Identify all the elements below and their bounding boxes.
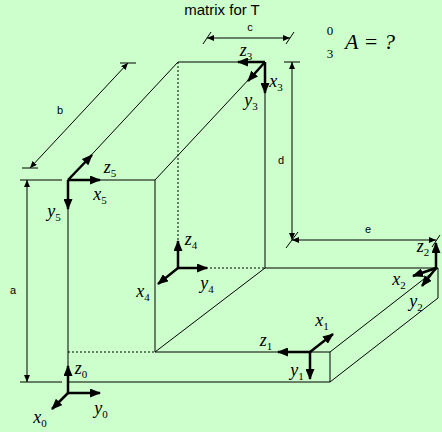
axis-label: x1: [315, 311, 329, 332]
axis-label: y2: [409, 292, 423, 313]
axis-arrow: [178, 267, 207, 270]
block-edge: [68, 62, 178, 180]
caption-text: matrix for T: [184, 2, 260, 17]
hidden-edge: [178, 62, 179, 268]
extension-line: [120, 63, 136, 64]
axis-label: x4: [136, 282, 150, 303]
block-edge: [155, 180, 156, 352]
axis-arrow: [309, 352, 312, 379]
axis-label: x2: [392, 270, 406, 291]
block-edge: [68, 382, 330, 383]
superscript-index: 0: [327, 24, 334, 37]
dimension-label: c: [247, 22, 253, 33]
hidden-edge: [178, 268, 265, 269]
block-edge: [330, 352, 331, 382]
axis-label: y0: [94, 399, 108, 420]
formula-text: A = ?: [345, 31, 395, 53]
block-edge: [178, 62, 265, 63]
block-edge: [155, 352, 330, 353]
dimension-line: [292, 240, 436, 241]
block-edge: [438, 268, 439, 298]
axis-arrow: [68, 155, 92, 180]
axis-arrow: [278, 351, 310, 354]
extension-line: [22, 168, 38, 169]
axis-label: z5: [104, 158, 117, 179]
block-edge: [155, 268, 265, 352]
dimension-label: d: [278, 155, 284, 166]
block-edges: [68, 62, 438, 382]
axis-arrow: [158, 268, 178, 284]
hidden-edge: [68, 352, 155, 353]
axis-arrow: [248, 62, 265, 81]
extension-line: [203, 32, 211, 44]
axis-arrow: [422, 268, 436, 286]
axis-arrow: [68, 179, 100, 182]
block-edge: [330, 298, 438, 382]
block-edge: [155, 62, 265, 180]
axis-arrow: [435, 243, 438, 268]
axis-label: y1: [290, 361, 304, 382]
dimension-line: [292, 62, 293, 240]
axis-label: y5: [47, 202, 61, 223]
block-edge: [265, 62, 266, 268]
axis-arrow: [177, 241, 180, 268]
axis-arrow: [52, 393, 68, 409]
axis-label: x3: [269, 72, 283, 93]
axis-label: x5: [93, 185, 107, 206]
axis-arrow: [310, 334, 333, 352]
coordinate-frames: [52, 62, 436, 409]
axis-arrow: [67, 180, 70, 209]
dimension-line: [27, 180, 28, 382]
axis-label: z2: [417, 237, 430, 258]
extension-line: [20, 180, 62, 181]
axis-label: z4: [185, 230, 198, 251]
extension-line: [20, 382, 62, 383]
hidden-edges: [68, 62, 265, 352]
axis-label: y4: [200, 274, 214, 295]
axis-label: z3: [240, 41, 253, 62]
extension-line: [286, 32, 294, 44]
axis-label: z0: [75, 359, 88, 380]
dimension-line: [30, 63, 128, 168]
axis-arrow: [68, 392, 100, 395]
dimension-label: b: [57, 105, 63, 116]
axis-label: x0: [33, 408, 47, 429]
block-edge: [265, 268, 438, 269]
extension-line: [284, 62, 300, 63]
subscript-index: 3: [327, 47, 334, 60]
axis-label: y3: [244, 91, 258, 112]
dimension-label: e: [365, 224, 371, 235]
dimension-lines: [20, 32, 440, 382]
dimension-line: [207, 38, 290, 39]
block-edge: [68, 180, 155, 181]
dimension-label: a: [10, 285, 16, 296]
axis-arrow: [67, 366, 70, 393]
axis-label: z1: [260, 331, 273, 352]
axis-arrow: [264, 62, 267, 93]
